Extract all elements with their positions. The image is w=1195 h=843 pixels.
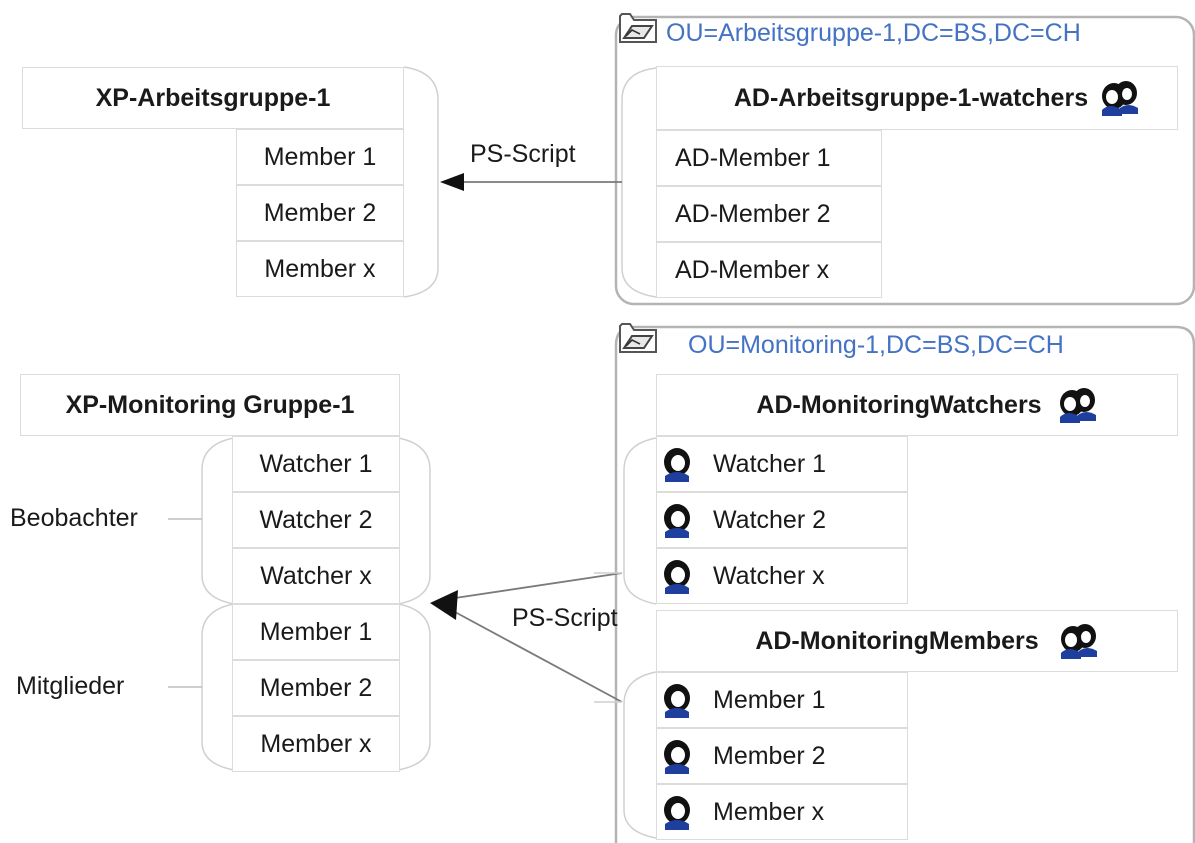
arrow-2a-line (454, 572, 623, 599)
ad1-member-1[interactable]: AD-Member 1 (656, 130, 882, 186)
xp2-title: XP-Monitoring Gruppe-1 (20, 374, 400, 436)
ad1-member-2-label: AD-Member 2 (675, 199, 831, 228)
user-icon (664, 448, 690, 482)
ad1-group-title-text: AD-Arbeitsgruppe-1-watchers (733, 83, 1089, 112)
xp2-member-x-label: Member x (260, 729, 372, 758)
ou-folder-icon (619, 323, 657, 353)
xp2-members-left-bracket (201, 603, 235, 771)
xp2-watcher-x-label: Watcher x (260, 561, 372, 590)
ou-container-1 (614, 15, 1195, 306)
xp1-member-x[interactable]: Member x (236, 241, 404, 297)
ad2-watcher-2[interactable]: Watcher 2 (656, 492, 908, 548)
ad1-member-x-label: AD-Member x (675, 255, 830, 284)
xp2-members-right-bracket (397, 603, 431, 771)
xp1-member-x-label: Member x (264, 254, 376, 283)
ad1-member-x[interactable]: AD-Member x (656, 242, 882, 298)
xp1-member-1-label: Member 1 (263, 142, 377, 171)
xp1-member-2-label: Member 2 (263, 198, 377, 227)
ou-folder-icon (619, 13, 657, 43)
arrow-1-label: PS-Script (470, 140, 576, 168)
ad2-member-1[interactable]: Member 1 (656, 672, 908, 728)
ad1-member-1-label: AD-Member 1 (675, 143, 831, 172)
ad1-left-bracket (621, 67, 657, 298)
ad2-watchers-left-bracket (623, 437, 657, 605)
xp1-title: XP-Arbeitsgruppe-1 (22, 67, 404, 129)
group-icon (1102, 81, 1139, 116)
ad2-member-x[interactable]: Member x (656, 784, 908, 840)
ad2-watcher-1-label: Watcher 1 (713, 449, 827, 478)
user-icon (664, 684, 690, 718)
xp1-member-1[interactable]: Member 1 (236, 129, 404, 185)
xp2-watchers-right-bracket (397, 437, 431, 605)
ad2-member-1-label: Member 1 (713, 685, 826, 714)
ou-1-label: OU=Arbeitsgruppe-1,DC=BS,DC=CH (666, 19, 1081, 47)
group-icon (1060, 624, 1097, 659)
xp2-member-x[interactable]: Member x (232, 716, 400, 772)
ad1-group-title[interactable]: AD-Arbeitsgruppe-1-watchers (656, 66, 1178, 130)
arrow-2-head (430, 590, 458, 620)
beobachter-label: Beobachter (10, 504, 138, 532)
ad2-member-x-label: Member x (713, 797, 825, 826)
arrow-2b-line (454, 611, 623, 703)
arrow-1-head (440, 173, 464, 191)
xp2-member-2-label: Member 2 (259, 673, 373, 702)
user-icon (664, 560, 690, 594)
xp2-member-2[interactable]: Member 2 (232, 660, 400, 716)
user-icon (664, 740, 690, 774)
ad2-members-group-title-text: AD-MonitoringMembers (755, 626, 1039, 655)
arrow-2-label: PS-Script (512, 604, 618, 632)
ad2-watcher-x[interactable]: Watcher x (656, 548, 908, 604)
xp2-title-text: XP-Monitoring Gruppe-1 (65, 390, 355, 419)
ou-container-2 (614, 325, 1195, 843)
ou-2-label: OU=Monitoring-1,DC=BS,DC=CH (688, 331, 1064, 359)
xp2-watchers-left-bracket (201, 437, 235, 605)
mitglieder-label: Mitglieder (16, 672, 125, 700)
ad1-member-2[interactable]: AD-Member 2 (656, 186, 882, 242)
group-icon (1059, 388, 1096, 423)
xp2-watcher-1[interactable]: Watcher 1 (232, 436, 400, 492)
ad2-watchers-group-title-text: AD-MonitoringWatchers (756, 390, 1042, 419)
xp1-right-bracket (403, 66, 439, 298)
ad2-watcher-x-label: Watcher x (713, 561, 825, 590)
xp2-watcher-2[interactable]: Watcher 2 (232, 492, 400, 548)
user-icon (664, 796, 690, 830)
xp2-watcher-1-label: Watcher 1 (259, 449, 373, 478)
xp2-watcher-x[interactable]: Watcher x (232, 548, 400, 604)
xp2-member-1[interactable]: Member 1 (232, 604, 400, 660)
ad2-member-2-label: Member 2 (713, 741, 826, 770)
ad2-members-group-title[interactable]: AD-MonitoringMembers (656, 610, 1178, 672)
ad2-watcher-2-label: Watcher 2 (713, 505, 827, 534)
xp2-member-1-label: Member 1 (259, 617, 373, 646)
ad2-watcher-1[interactable]: Watcher 1 (656, 436, 908, 492)
xp1-member-2[interactable]: Member 2 (236, 185, 404, 241)
ad2-watchers-group-title[interactable]: AD-MonitoringWatchers (656, 374, 1178, 436)
user-icon (664, 504, 690, 538)
ad2-members-left-bracket (623, 671, 657, 839)
xp1-title-text: XP-Arbeitsgruppe-1 (95, 83, 331, 112)
xp2-watcher-2-label: Watcher 2 (259, 505, 373, 534)
ad2-member-2[interactable]: Member 2 (656, 728, 908, 784)
